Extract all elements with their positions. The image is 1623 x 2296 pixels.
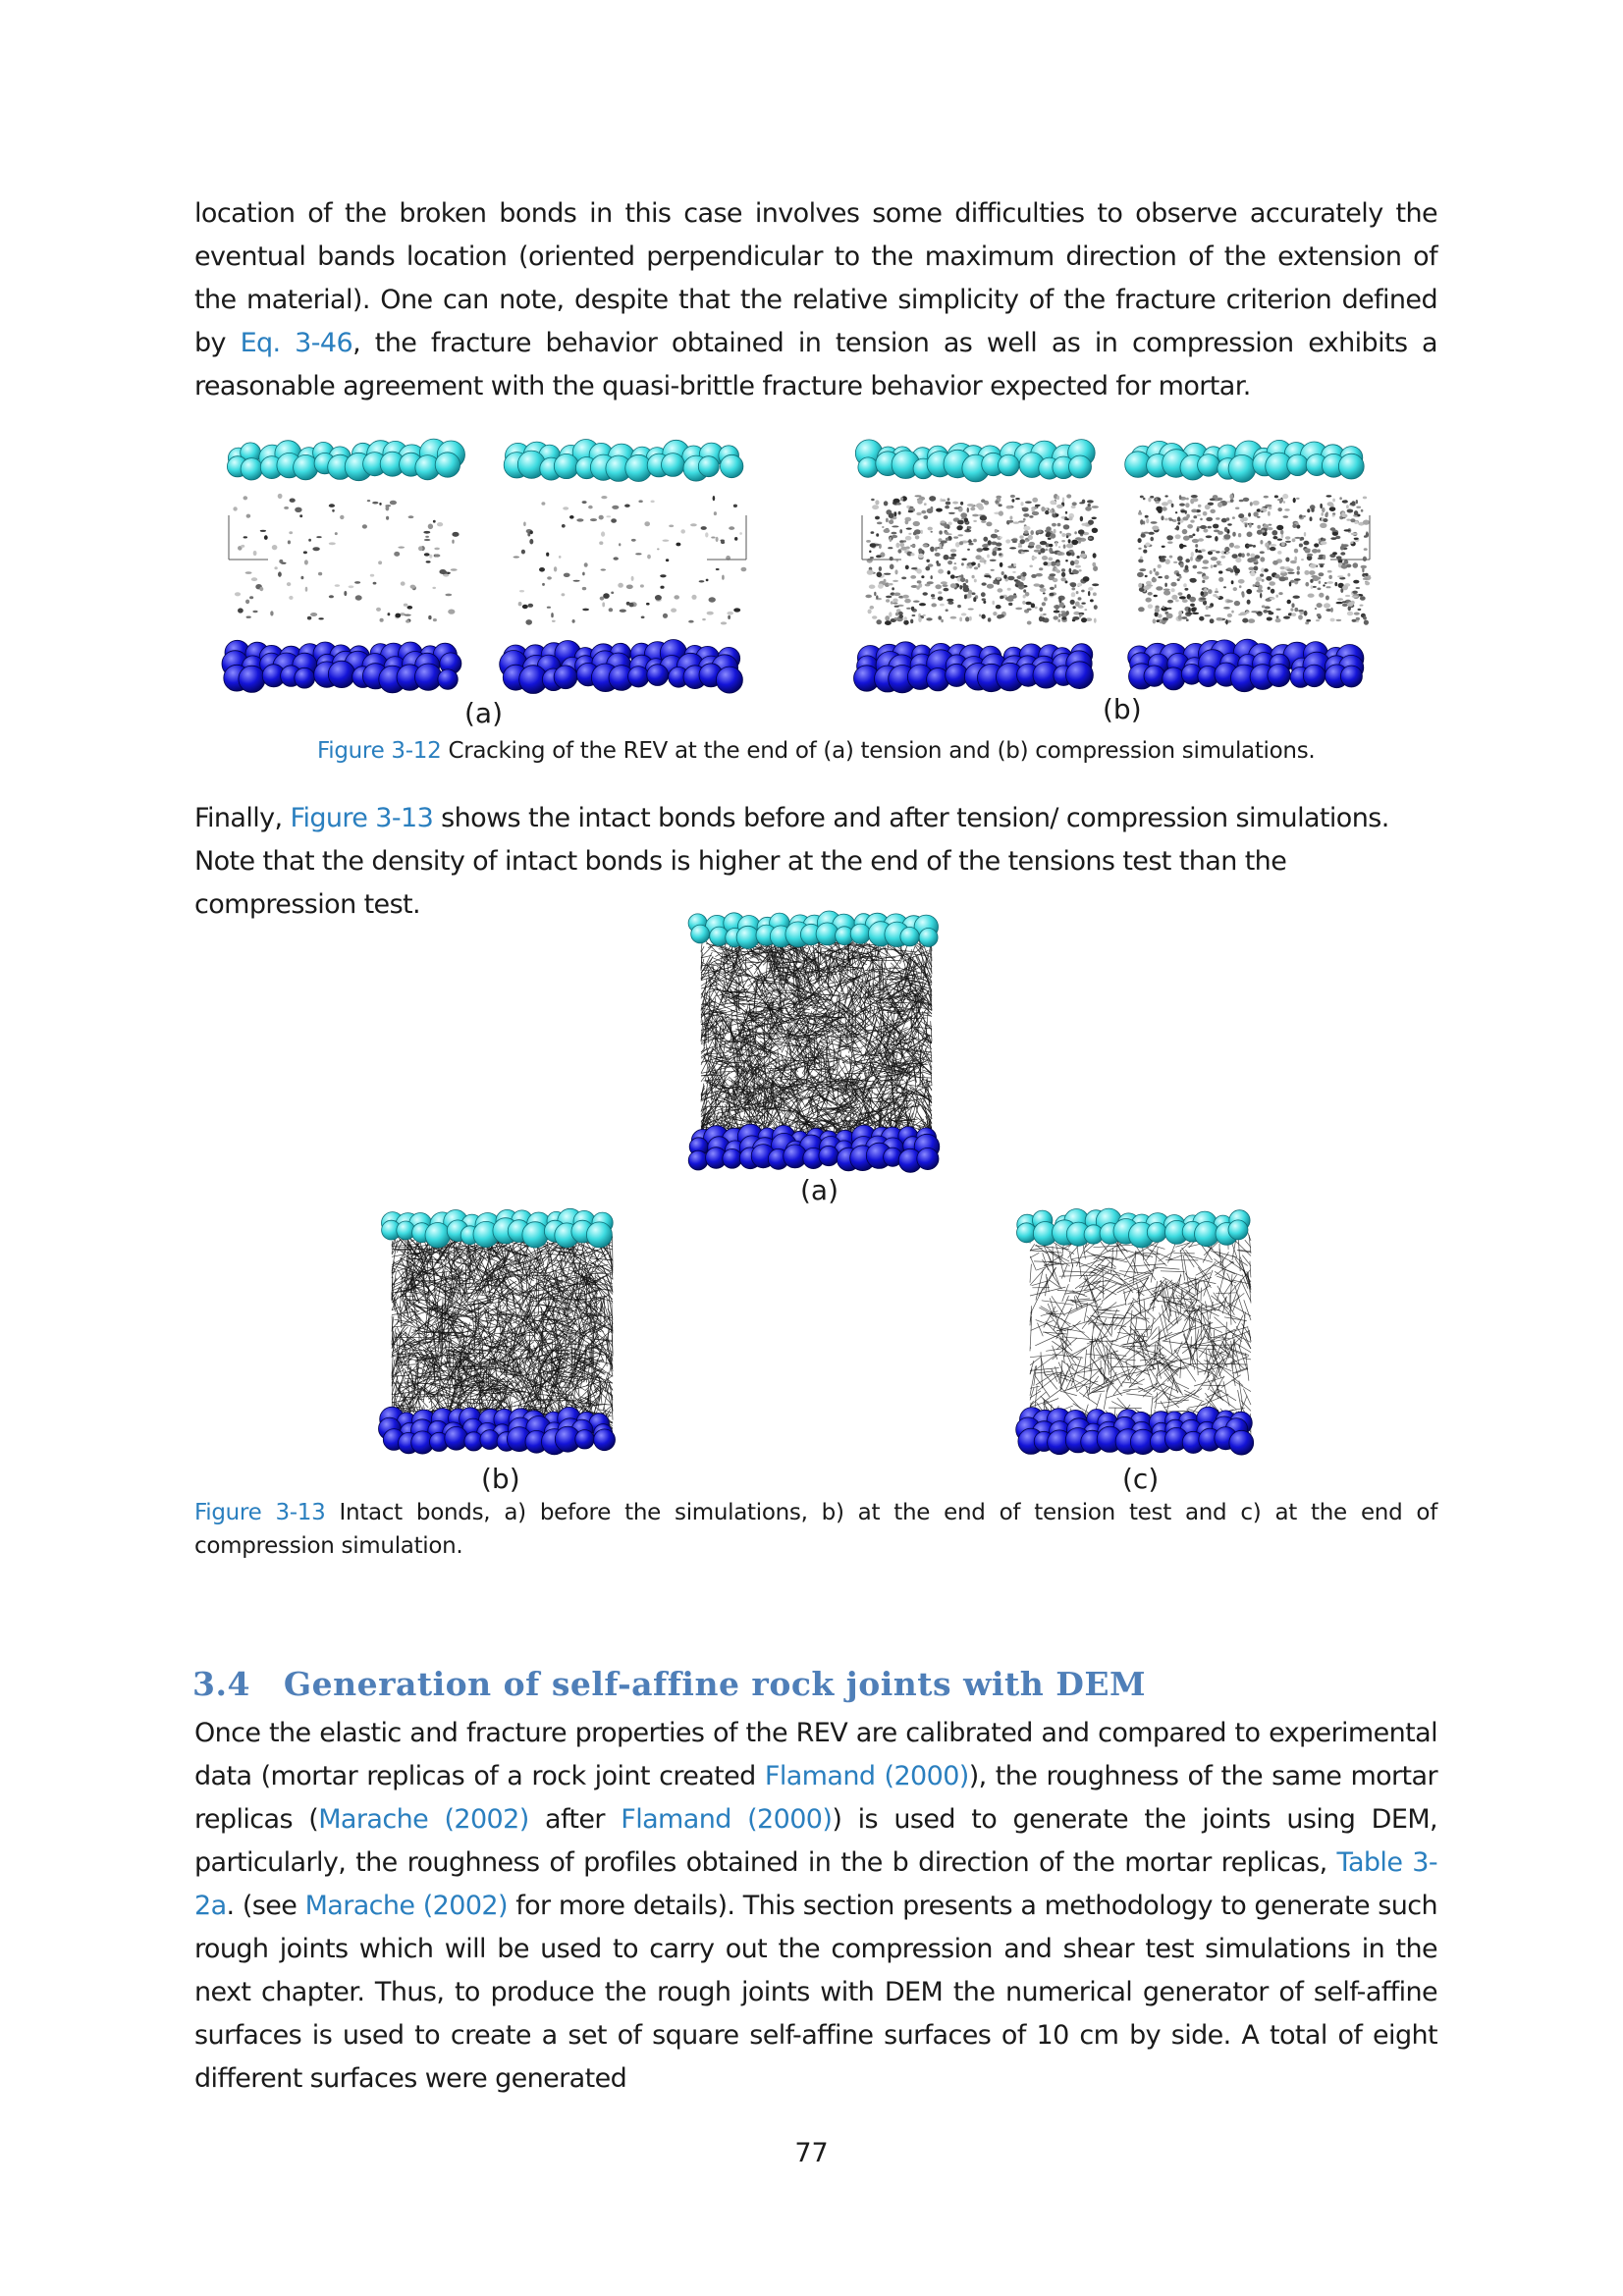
eq-link[interactable]: Eq. 3-46	[240, 328, 353, 358]
flamand-link-1[interactable]: Flamand (2000)	[764, 1761, 969, 1791]
top-platen-particles	[503, 439, 744, 482]
figure-3-13-panel-a	[687, 910, 941, 1173]
page-number: 77	[794, 2138, 829, 2168]
figure-3-13-label-b: (b)	[481, 1463, 520, 1495]
figure-3-13-label-a: (a)	[800, 1174, 839, 1206]
paragraph-intact-bonds: Finally, Figure 3-13 shows the intact bo…	[194, 803, 1389, 920]
figure-3-13-ref[interactable]: Figure 3-13	[194, 1500, 326, 1525]
top-platen-particles	[1016, 1207, 1251, 1249]
figure-3-12-label-b: (b)	[1103, 693, 1142, 725]
figure-3-12-panel-compression-side	[1124, 439, 1372, 693]
table-link[interactable]: Table 3-2a	[194, 1847, 1438, 1921]
broken-bonds	[233, 493, 460, 623]
marache-link-2[interactable]: Marache (2002)	[304, 1891, 509, 1921]
bottom-platen-particles	[221, 639, 462, 694]
intact-bonds	[391, 1229, 614, 1437]
figure-3-12-caption: Figure 3-12 Cracking of the REV at the e…	[317, 738, 1316, 764]
intact-bonds	[700, 932, 933, 1154]
section-heading: 3.4 Generation of self-affine rock joints…	[192, 1665, 1146, 1703]
flamand-link-2[interactable]: Flamand (2000)	[621, 1804, 833, 1835]
figure-3-13-panel-b	[378, 1207, 616, 1456]
broken-bonds	[865, 494, 1100, 625]
axis-triad	[1330, 515, 1371, 561]
figure-3-12-panel-tension-front	[221, 438, 465, 694]
figure-3-13-label-c: (c)	[1122, 1463, 1160, 1495]
axis-triad	[707, 515, 747, 561]
figure-3-12-panel-tension-side	[499, 439, 747, 694]
figure-3-12-label-a: (a)	[464, 697, 504, 729]
figure-3-13-link[interactable]: Figure 3-13	[290, 803, 434, 833]
marache-link-1[interactable]: Marache (2002)	[318, 1804, 529, 1835]
section-title: Generation of self-affine rock joints wi…	[283, 1665, 1147, 1703]
figure-3-13-panel-c	[1015, 1207, 1255, 1456]
top-platen-particles	[226, 438, 465, 482]
bottom-platen-particles	[499, 639, 743, 694]
bottom-platen-particles	[378, 1406, 616, 1456]
top-platen-particles	[381, 1207, 614, 1249]
bottom-platen-particles	[1015, 1406, 1255, 1456]
figure-3-12-ref[interactable]: Figure 3-12	[317, 738, 442, 764]
axis-triad	[228, 515, 268, 561]
broken-bonds	[513, 495, 747, 625]
bottom-platen-particles	[687, 1123, 941, 1173]
top-platen-particles	[854, 439, 1096, 483]
figure-3-13-caption: Figure 3-13 Intact bonds, a) before the …	[194, 1500, 1437, 1559]
top-platen-particles	[1124, 439, 1365, 483]
axis-triad	[861, 515, 901, 561]
paragraph-intro: location of the broken bonds in this cas…	[194, 198, 1438, 401]
intact-bonds	[1029, 1230, 1252, 1437]
figure-3-12-panel-compression-front	[853, 439, 1100, 694]
top-platen-particles	[687, 910, 939, 949]
section-number: 3.4	[192, 1665, 250, 1703]
bottom-platen-particles	[1127, 638, 1365, 693]
paragraph-generation: Once the elastic and fracture properties…	[194, 1718, 1438, 2094]
broken-bonds	[1137, 493, 1372, 625]
bottom-platen-particles	[853, 641, 1094, 694]
